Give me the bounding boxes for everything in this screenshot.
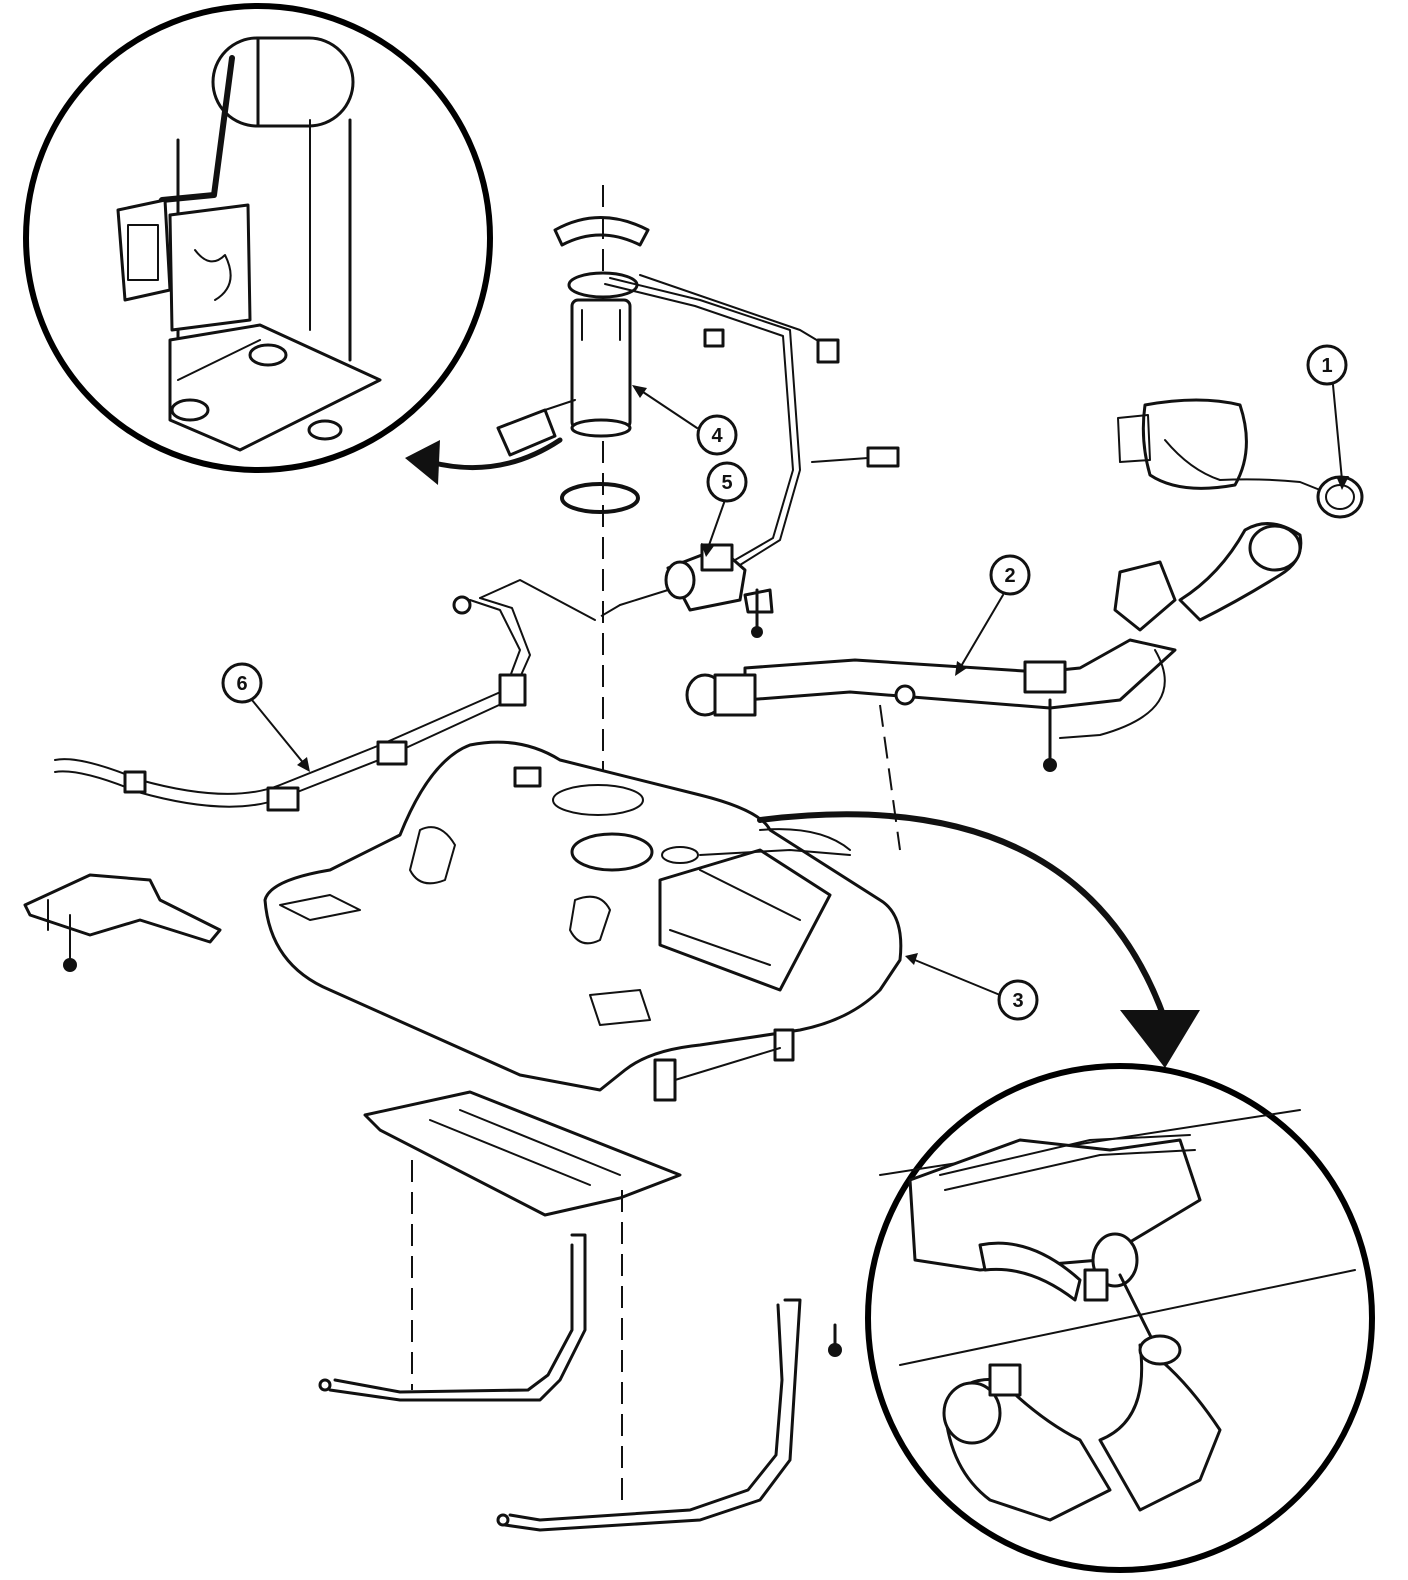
callout-6-label: 6 [236,673,247,695]
filler-tube [685,398,1364,851]
callout-1: 1 [1306,344,1348,386]
lower-heat-shield [363,1090,682,1510]
callout-3-label: 3 [1012,990,1023,1012]
callout-arrowheads [297,385,1349,965]
callout-4-label: 4 [711,425,723,447]
callout-5: 5 [706,461,748,503]
detail-arrow-left [405,437,563,485]
fuel-sender-detail-inset [23,3,493,473]
tank-strap-right [496,1298,842,1532]
callout-2-label: 2 [1004,565,1015,587]
detail-arrow-right [757,811,1200,1068]
tank-strap-left [318,1233,587,1402]
callout-2: 2 [989,554,1031,596]
callout-5-label: 5 [721,472,732,494]
fuel-filter [597,543,774,638]
left-heat-shield [23,873,222,972]
callout-6: 6 [221,662,263,704]
callout-4: 4 [696,414,738,456]
fuel-pump-module [496,185,900,830]
callout-1-label: 1 [1321,355,1332,377]
fuel-tank [263,740,903,1102]
callout-leaders [251,384,1343,996]
fuel-lines [54,579,596,812]
filler-connection-detail-inset [865,1063,1375,1573]
callout-3: 3 [997,979,1039,1021]
